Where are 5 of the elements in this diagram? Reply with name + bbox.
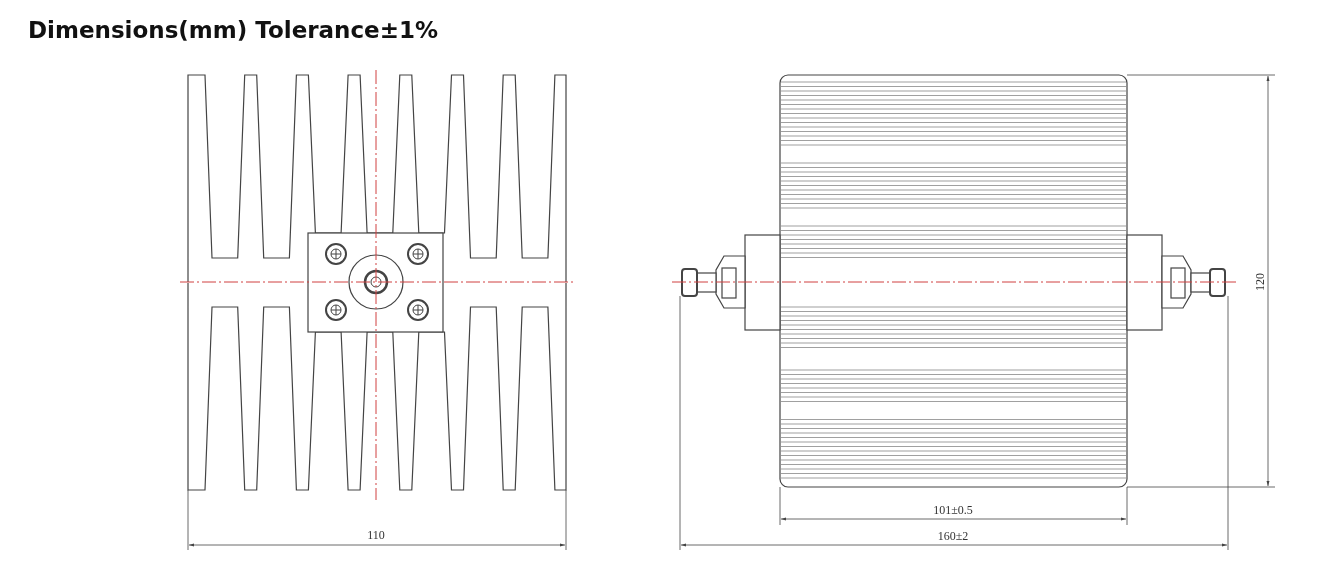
dimension-label: 110: [367, 529, 385, 541]
dimension-label: 120: [1254, 273, 1266, 291]
dimension-label: 160±2: [937, 530, 969, 542]
dimension-label: 101±0.5: [933, 504, 973, 516]
title: Dimensions(mm) Tolerance±1%: [28, 19, 439, 42]
